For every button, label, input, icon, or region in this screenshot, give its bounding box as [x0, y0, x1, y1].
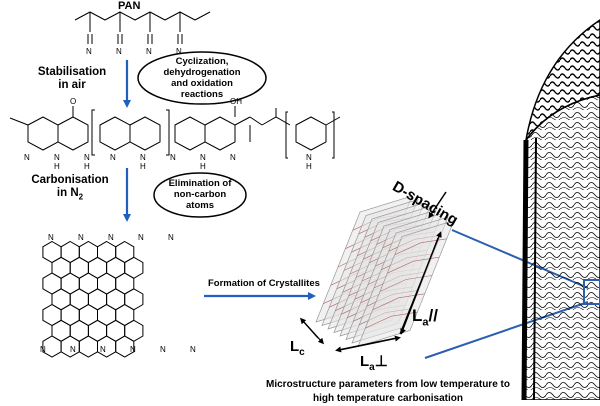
carbon-fiber-illustration — [521, 19, 600, 400]
sheet-nitrogen: N — [78, 233, 84, 242]
pan-nitrogen: N — [116, 47, 122, 56]
sheet-nitrogen: N — [40, 345, 46, 354]
ladder-hydrogen: H — [140, 162, 146, 171]
reaction-line: non-carbon — [173, 189, 227, 200]
stabilisation-reaction-text: Cyclization, dehydrogenation and oxidati… — [145, 56, 259, 100]
hexagon-ring — [115, 335, 135, 358]
ladder-nitrogen: N — [84, 153, 90, 162]
pan-nitrogen: N — [86, 47, 92, 56]
reaction-line: reactions — [180, 89, 224, 100]
ladder-nitrogen: N — [200, 153, 206, 162]
ladder-hydroxyl: OH — [230, 97, 242, 106]
ladder-heteroatoms: N N H N H O N N H N N H N OH N H — [24, 97, 312, 171]
sheet-nitrogen: N — [168, 233, 174, 242]
lc-label: Lc — [290, 338, 305, 358]
carbonisation-label-line2: in N — [56, 187, 79, 199]
sheet-nitrogen: N — [190, 345, 196, 354]
ladder-nitrogen: N — [140, 153, 146, 162]
pan-nitrogen: N — [176, 47, 182, 56]
d-spacing-arrow — [428, 191, 447, 219]
la-parallel-label: La// — [412, 306, 438, 328]
sheet-nitrogen: N — [130, 345, 136, 354]
ladder-hydrogen: H — [200, 162, 206, 171]
la-perp-label: La⊥ — [360, 352, 388, 373]
lc-sub: c — [299, 347, 305, 358]
la-perp-main: L — [360, 353, 370, 370]
ladder-hydrogen: H — [54, 162, 60, 171]
lc-arrow-back — [303, 321, 325, 345]
reaction-line: dehydrogenation — [163, 67, 241, 78]
stabilisation-reaction-oval — [137, 51, 267, 105]
pan-nitrile-labels: N N N N — [86, 47, 182, 56]
carbonisation-reaction-text: Elimination of non-carbon atoms — [156, 178, 244, 211]
stabilisation-label: Stabilisation in air — [22, 66, 122, 92]
ladder-hydrogen: H — [84, 162, 90, 171]
caption-line1: Microstructure parameters from low tempe… — [266, 379, 510, 390]
graphitic-sheet-nitrogens: N N N N N N N N N N N — [40, 233, 196, 354]
ladder-nitrogen: N — [230, 153, 236, 162]
graphitic-carbon-sheet — [42, 240, 144, 358]
caption-line2: high temperature carbonisation — [312, 393, 464, 404]
ladder-nitrogen: N — [170, 153, 176, 162]
ladder-oxygen: O — [70, 97, 76, 106]
ladder-nitrogen: N — [306, 153, 312, 162]
sheet-nitrogen: N — [108, 233, 114, 242]
fiber-zoom-box — [583, 279, 600, 305]
stabilisation-label-line1: Stabilisation — [37, 66, 107, 78]
sheet-nitrogen: N — [70, 345, 76, 354]
pan-polymer-structure — [74, 11, 211, 44]
ladder-polymer-structure — [9, 106, 341, 159]
stabilisation-label-line2: in air — [58, 79, 86, 91]
pan-nitrogen: N — [146, 47, 152, 56]
carbonisation-reaction-oval — [153, 172, 247, 218]
la-parallel-symbol: // — [428, 306, 438, 325]
lc-main: L — [290, 338, 300, 355]
carbonisation-label-line2-wrap: in N2 — [20, 187, 120, 203]
sheet-nitrogen: N — [138, 233, 144, 242]
ladder-nitrogen: N — [110, 153, 116, 162]
la-perp-sub: a — [369, 362, 375, 373]
carbonisation-label: Carbonisation in N2 — [20, 174, 120, 203]
hexagon-ring — [78, 335, 98, 358]
crystallite-stack — [315, 195, 455, 348]
la-perp-symbol: ⊥ — [374, 353, 388, 370]
ladder-nitrogen: N — [24, 153, 30, 162]
reaction-line: Elimination of — [168, 178, 232, 189]
la-perp-arrow-back — [335, 337, 397, 353]
sheet-nitrogen: N — [100, 345, 106, 354]
ladder-hydrogen: H — [306, 162, 312, 171]
reaction-line: Cyclization, — [175, 56, 229, 67]
caption: Microstructure parameters from low tempe… — [238, 378, 538, 406]
carbonisation-subscript: 2 — [78, 192, 84, 202]
reaction-line: atoms — [186, 200, 214, 211]
la-parallel-arrow-back — [400, 237, 439, 335]
reaction-line: and oxidation — [171, 78, 233, 89]
sheet-nitrogen: N — [160, 345, 166, 354]
carbonisation-label-line1: Carbonisation — [31, 174, 109, 186]
sheet-nitrogen: N — [48, 233, 54, 242]
la-parallel-main: L — [412, 306, 423, 325]
formation-label: Formation of Crystallites — [208, 278, 320, 289]
la-parallel-sub: a — [422, 316, 429, 329]
pan-label: PAN — [118, 0, 141, 12]
ladder-nitrogen: N — [54, 153, 60, 162]
